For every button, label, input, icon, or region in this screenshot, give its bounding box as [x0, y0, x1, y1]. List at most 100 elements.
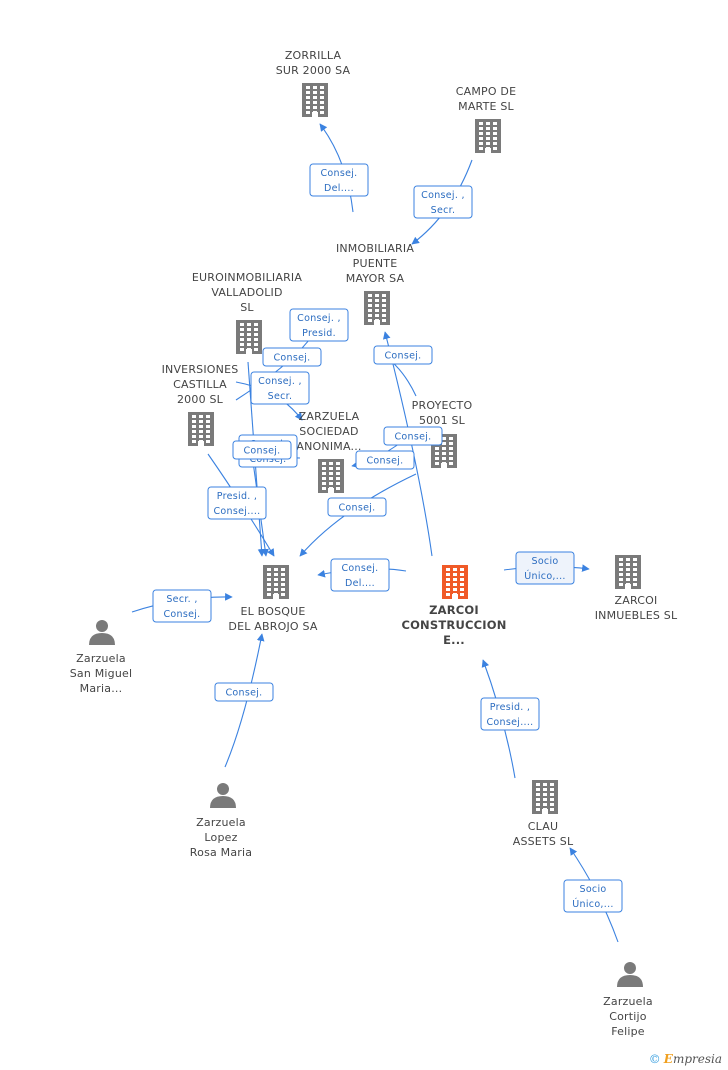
person-icon [89, 620, 115, 645]
node-label: Felipe [611, 1025, 645, 1038]
edge-label[interactable]: Consej. Del.... [309, 163, 369, 197]
edge-label-text: Consej. [394, 432, 431, 443]
edge-label[interactable]: Presid. ,Consej.... [207, 486, 267, 520]
edge-label[interactable]: Consej. , Presid. [289, 308, 349, 342]
edge-label-text: Consej. [341, 563, 378, 574]
edge-label-text: Del.... [324, 183, 354, 194]
edge-label-text: Único,... [572, 898, 613, 910]
node-label: SOCIEDAD [299, 425, 358, 438]
node-label: EUROINMOBILIARIA [192, 271, 302, 284]
edge-label-text: Secr. [268, 391, 293, 402]
building-icon [188, 412, 214, 446]
node-label: INVERSIONES [162, 363, 239, 376]
company-node[interactable]: PROYECTO 5001 SL [412, 399, 473, 468]
edge-label-box [330, 558, 390, 592]
edge-label-box [373, 345, 433, 365]
node-label: Zarzuela [603, 995, 653, 1008]
edge-label[interactable]: SocioÚnico,... [515, 551, 575, 585]
edge-label[interactable]: Consej. , Secr. [413, 185, 473, 219]
building-icon [431, 434, 457, 468]
edge-label-text: Consej. [384, 351, 421, 362]
edge-label[interactable]: Consej. [383, 426, 443, 446]
node-label: DEL ABROJO SA [228, 620, 317, 633]
node-label: ANONIMA... [296, 440, 361, 453]
edge-label[interactable]: SocioÚnico,... [563, 879, 623, 913]
main-company-node[interactable]: ZARCOICONSTRUCCIONE... [401, 565, 506, 647]
edge-label-box [383, 426, 443, 446]
node-label: PROYECTO [412, 399, 473, 412]
node-label: INMUEBLES SL [595, 609, 678, 622]
edge-label-box [207, 486, 267, 520]
edge-label[interactable]: Presid. ,Consej.... [480, 697, 540, 731]
edge-label-text: Consej. , [421, 190, 465, 201]
edge-label[interactable]: Secr. ,Consej. [152, 589, 212, 623]
node-label: Lopez [204, 831, 237, 844]
edge-label-text: Consej. [320, 168, 357, 179]
edge-label-text: Socio [531, 556, 558, 567]
edge-label[interactable]: Consej. [232, 440, 292, 460]
edge-label-text: Consej.... [487, 717, 534, 728]
edge-line [224, 633, 265, 768]
edge-label-text: Único,... [524, 570, 565, 582]
company-node[interactable]: CLAU ASSETS SL [513, 780, 574, 848]
node-label: CASTILLA [173, 378, 227, 391]
edge-label[interactable]: Consej. [355, 450, 415, 470]
edge-label[interactable]: Consej. [214, 682, 274, 702]
building-icon [442, 565, 468, 599]
edge-label-text: Consej.... [214, 506, 261, 517]
edge-label-text: Consej. [366, 456, 403, 467]
edge-label[interactable]: Consej.Del.... [330, 558, 390, 592]
edge-label-box [289, 308, 349, 342]
edge-labels-layer: Consej. Del.... Consej. , Secr. Consej. , Pre… [152, 163, 623, 913]
building-icon [318, 459, 344, 493]
edge-label-text: Consej. [273, 353, 310, 364]
node-label: CLAU [528, 820, 558, 833]
building-icon [302, 83, 328, 117]
edge-label-text: Presid. [302, 328, 336, 339]
node-label: ASSETS SL [513, 835, 574, 848]
node-label: Maria... [80, 682, 123, 695]
node-label: INMOBILIARIA [336, 242, 414, 255]
node-label: ZARZUELA [299, 410, 360, 423]
node-label: ZARCOI [615, 594, 658, 607]
node-label: MARTE SL [458, 100, 514, 113]
building-icon [615, 555, 641, 589]
empresia-footer[interactable]: ©Empresia [649, 1052, 722, 1066]
company-node[interactable]: EUROINMOBILIARIA VALLADOLID SL [192, 271, 302, 354]
building-icon [364, 291, 390, 325]
edge-label-text: Consej. [225, 688, 262, 699]
node-label: ZORRILLA [285, 49, 342, 62]
node-label: VALLADOLID [211, 286, 282, 299]
edge-label[interactable]: Consej. [262, 347, 322, 367]
edge-label-text: Socio [579, 884, 606, 895]
edge-label-box [515, 551, 575, 585]
building-icon [475, 119, 501, 153]
edge-label[interactable]: Consej. [327, 497, 387, 517]
node-label: E... [443, 633, 465, 647]
company-node[interactable]: ZARZUELA SOCIEDAD ANONIMA... [296, 410, 361, 493]
edge-label[interactable]: Consej. ,Secr. [250, 371, 310, 405]
node-label: 5001 SL [419, 414, 466, 427]
node-label: Cortijo [609, 1010, 647, 1023]
edge-label-box [480, 697, 540, 731]
company-node[interactable]: ZARCOI INMUEBLES SL [595, 555, 678, 622]
edge-label-text: Consej. , [297, 313, 341, 324]
edge-label-box [355, 450, 415, 470]
person-icon [617, 962, 643, 987]
node-label: SL [240, 301, 254, 314]
edge-label-box [250, 371, 310, 405]
node-label: Zarzuela [196, 816, 246, 829]
edge-label[interactable]: Consej. [373, 345, 433, 365]
node-label: San Miguel [70, 667, 133, 680]
edge-label-text: Secr. [431, 205, 456, 216]
